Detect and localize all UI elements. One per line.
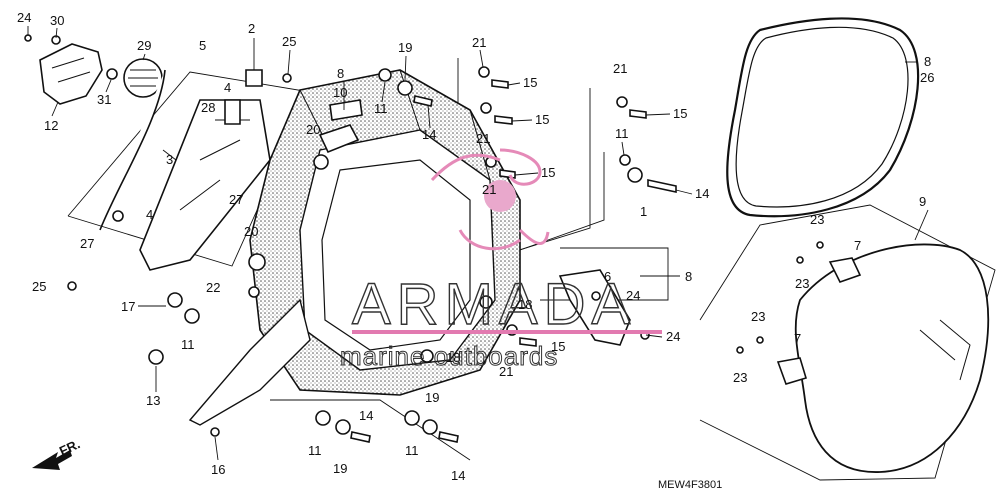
- callout-label: 9: [919, 194, 926, 209]
- fasteners: [148, 66, 647, 443]
- callout-label: 15: [551, 339, 565, 354]
- callout-label: 23: [751, 309, 765, 324]
- callout-label: 23: [733, 370, 747, 385]
- callout-label: 6: [604, 269, 611, 284]
- watermark-brand: ARMADA: [352, 272, 636, 337]
- callout-label: 7: [794, 331, 801, 346]
- callout-label: 21: [476, 131, 490, 146]
- callout-label: 29: [137, 38, 151, 53]
- callout-label: 4: [224, 80, 231, 95]
- saddlebag-body: [188, 69, 521, 426]
- callout-label: 19: [398, 40, 412, 55]
- callout-label: 14: [451, 468, 465, 483]
- callout-label: 30: [50, 13, 64, 28]
- callout-label: 18: [446, 350, 460, 365]
- callout-label: 17: [121, 299, 135, 314]
- callout-label: 31: [97, 92, 111, 107]
- callout-label: 20: [306, 122, 320, 137]
- callout-label: 11: [615, 126, 629, 141]
- callout-label: 18: [518, 297, 532, 312]
- callout-label: 7: [854, 238, 861, 253]
- callout-label: 10: [333, 85, 347, 100]
- callout-label: 4: [146, 207, 153, 222]
- callout-label: 19: [425, 390, 439, 405]
- diagram-code: MEW4F3801: [658, 479, 722, 491]
- callout-label: 25: [32, 279, 46, 294]
- callout-label: 14: [359, 408, 373, 423]
- callout-label: 27: [229, 192, 243, 207]
- callout-label: 23: [795, 276, 809, 291]
- callout-label: 21: [499, 364, 513, 379]
- callout-label: 8: [924, 54, 931, 69]
- callout-label: 15: [523, 75, 537, 90]
- callout-label: 21: [613, 61, 627, 76]
- watermark: ARMADA marine outboards: [340, 148, 662, 372]
- callout-label: 14: [695, 186, 709, 201]
- callout-label: 3: [166, 152, 173, 167]
- callout-label: 15: [673, 106, 687, 121]
- callout-label: 11: [181, 337, 195, 352]
- callout-label: 11: [405, 443, 419, 458]
- callout-label: 11: [308, 443, 322, 458]
- callout-label: 25: [282, 34, 296, 49]
- callout-label: 15: [535, 112, 549, 127]
- callout-label: 20: [244, 224, 258, 239]
- callout-label: 28: [201, 100, 215, 115]
- parts-right-cluster: [558, 17, 990, 473]
- callout-label: 14: [422, 127, 436, 142]
- front-direction-arrow: FR.: [32, 436, 82, 470]
- leader-lines: [27, 26, 929, 461]
- callout-label: 8: [337, 66, 344, 81]
- callout-label: 11: [374, 101, 388, 116]
- callout-label: 8: [685, 269, 692, 284]
- callout-label: 24: [17, 10, 31, 25]
- callout-label: 22: [206, 280, 220, 295]
- callout-label: 23: [810, 212, 824, 227]
- callout-label: 1: [640, 204, 647, 219]
- parts-left-cluster: [24, 34, 292, 291]
- callout-label: 24: [626, 288, 640, 303]
- callout-label: 12: [44, 118, 58, 133]
- callout-label: 19: [333, 461, 347, 476]
- callout-label: 13: [146, 393, 160, 408]
- callout-label: 24: [666, 329, 680, 344]
- callout-label: 26: [920, 70, 934, 85]
- callout-label: 15: [541, 165, 555, 180]
- direction-label: FR.: [57, 436, 82, 458]
- callout-label: 21: [472, 35, 486, 50]
- callout-label: 2: [248, 21, 255, 36]
- watermark-tagline: marine outboards: [340, 341, 558, 371]
- callout-label: 27: [80, 236, 94, 251]
- callout-label: 16: [211, 462, 225, 477]
- callout-label: 5: [199, 38, 206, 53]
- callout-label: 21: [482, 182, 496, 197]
- callout-labels: 24 30 29 31 12 5 2 25 3 4 28 27 4 27 25 …: [17, 10, 934, 483]
